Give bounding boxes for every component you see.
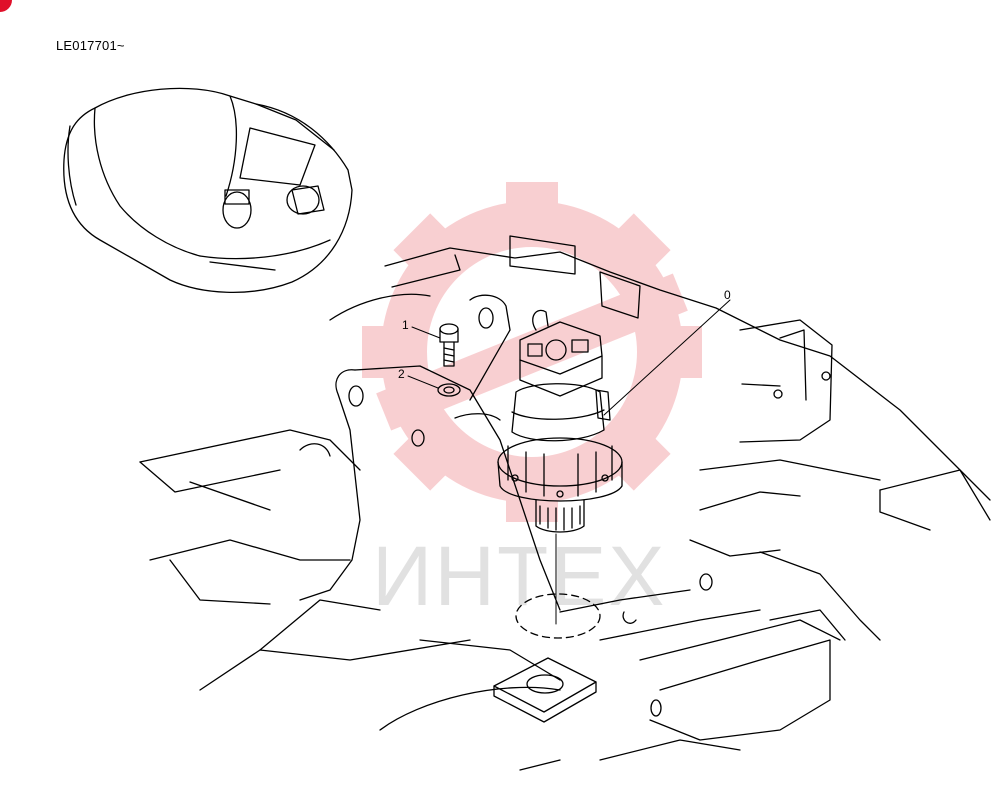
swing-motor-assembly-drawing <box>497 309 623 533</box>
watermark-text: ИНТЕХ <box>372 529 667 623</box>
bolt-part-drawing <box>439 323 459 367</box>
callout-assembly: 0 <box>724 288 731 302</box>
washer-part-drawing <box>437 383 461 397</box>
callout-washer: 2 <box>398 367 405 381</box>
serial-number-label: LE017701~ <box>56 38 125 53</box>
inset-overview-drawing <box>63 87 353 293</box>
callout-bolt: 1 <box>402 318 409 332</box>
